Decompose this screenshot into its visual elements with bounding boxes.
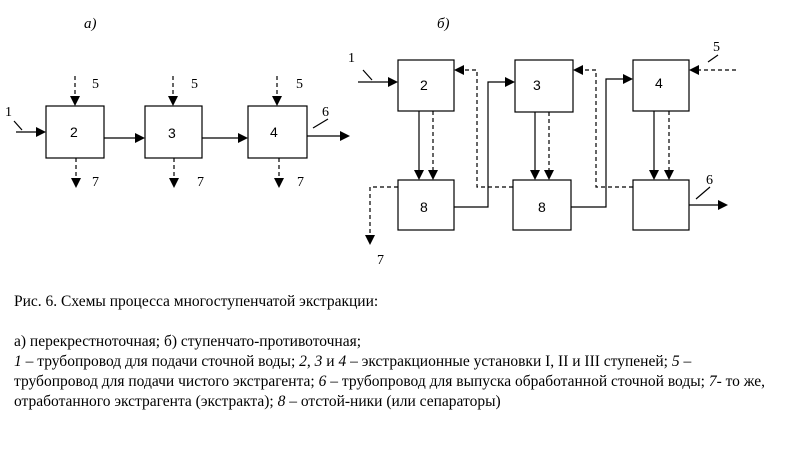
diagram-b-settler-3 (632, 179, 690, 231)
diagram-b-flow-settler1-stage3-arrowhead (505, 77, 515, 87)
diagram-a-fresh-1-arrowhead (70, 96, 80, 106)
diagram-a-extract-3-label: 7 (297, 175, 304, 190)
diagram-b-product-leader (695, 186, 711, 200)
diagram-a: а) 2 3 4 1 6 5 5 5 7 (5, 16, 350, 190)
diagram-a-extract-2-label: 7 (197, 175, 204, 190)
caption-s3: и (322, 353, 339, 370)
caption-t7: - то же, отработанного экстрагента (экст… (14, 373, 766, 410)
diagram-a-fresh-2-label: 5 (191, 77, 198, 92)
diagram-b-extract-out-arrowhead (365, 235, 375, 245)
diagram-b-flow-settler2-stage4 (571, 78, 625, 208)
diagram-b-stage-3-label: 3 (533, 77, 541, 93)
diagram-a-block-3 (144, 105, 203, 159)
diagram-b-settler-2 (512, 179, 572, 231)
diagram-b-stage-4-label: 4 (655, 75, 663, 91)
diagram-a-product-label: 6 (322, 105, 329, 120)
diagram-b-settler-1 (397, 179, 455, 231)
diagram-a-fresh-1-label: 5 (92, 77, 99, 92)
diagram-b-flow-settler1-stage3 (454, 81, 507, 208)
diagram-b-fresh-label: 5 (713, 40, 720, 55)
diagram-a-product-leader (312, 118, 329, 129)
diagram-b-fresh-leader (707, 54, 719, 63)
diagram-b-settler-1-label: 8 (420, 199, 428, 215)
caption-n4: 4 (338, 353, 347, 370)
diagram-a-fresh-3-arrowhead (272, 96, 282, 106)
diagram-a-block-2 (45, 105, 105, 159)
caption-n7: 7 (708, 373, 717, 390)
caption-n1: 1 (14, 353, 22, 370)
diagram-b-feed-leader (362, 69, 373, 81)
diagram-a-extract-3-arrowhead (274, 178, 284, 188)
diagram-b-extract-out-line (369, 186, 398, 235)
diagram-b-s2-down-solid-arrowhead (414, 170, 424, 180)
diagram-b-stage-2 (397, 59, 455, 112)
diagram-a-extract-1-label: 7 (92, 175, 99, 190)
caption-n5: 5 (671, 353, 680, 370)
diagram-a-flow-3-4-arrowhead (238, 133, 248, 143)
caption-t1: – трубопровод для подачи сточной воды; (21, 353, 300, 370)
diagram-b-stage-2-label: 2 (420, 77, 428, 93)
caption-s2: , (306, 353, 315, 370)
caption-t6: – трубопровод для выпуска обработанной с… (326, 373, 709, 390)
diagram-b-feed-arrowhead (388, 77, 398, 87)
caption-t4: – экстракционные установки I, II и III с… (346, 353, 672, 370)
diagram-a-extract-1-arrowhead (71, 178, 81, 188)
diagram-a-feed-label: 1 (5, 105, 12, 120)
diagram-b-product-label: 6 (706, 173, 713, 188)
caption-line-types: а) перекрестноточная; б) ступенчато-прот… (14, 333, 362, 350)
diagram-b-s3-down-solid-arrowhead (530, 170, 540, 180)
diagram-b-stage-4 (632, 59, 690, 112)
diagram-b-product-arrowhead (718, 200, 728, 210)
diagram-b-extract-return-2 (464, 69, 513, 188)
diagram-a-extract-2-arrowhead (169, 178, 179, 188)
caption-n3: 3 (314, 353, 323, 370)
diagram-a-fresh-2-arrowhead (168, 96, 178, 106)
caption-n8: 8 (277, 393, 286, 410)
diagram-b-s2-down-dash-arrowhead (428, 170, 438, 180)
caption-t5: – трубопровод для подачи чистого экстраг… (14, 353, 692, 390)
diagram-b-settler-2-label: 8 (538, 199, 546, 215)
diagram-b-fresh-arrowhead (689, 65, 699, 75)
caption-n6: 6 (318, 373, 327, 390)
diagram-a-block-4-label: 4 (270, 124, 278, 140)
caption-title: Рис. 6. Схемы процесса многоступенчатой … (14, 293, 379, 310)
diagram-b-extract-return-2-arrowhead (454, 65, 464, 75)
diagram-b-s3-down-dash-arrowhead (544, 170, 554, 180)
diagram-a-feed-leader (13, 120, 23, 131)
diagram-a-block-2-label: 2 (70, 124, 78, 140)
caption-n2: 2 (299, 353, 307, 370)
diagram-a-product-arrowhead (340, 131, 350, 141)
diagram-a-flow-2-3-arrowhead (135, 133, 145, 143)
diagram-b-flow-settler2-stage4-arrowhead (623, 74, 633, 84)
diagram-a-feed-arrowhead (36, 127, 46, 137)
diagram-a-fresh-3-label: 5 (296, 77, 303, 92)
diagram-a-label: а) (84, 16, 97, 32)
diagram-b-stage-3 (514, 59, 574, 113)
diagram-b-s4-down-solid-arrowhead (649, 170, 659, 180)
caption-t8: – отстой-ники (или сепараторы) (285, 393, 501, 410)
diagram-a-block-3-label: 3 (168, 125, 176, 141)
diagram-b-extract-label: 7 (377, 253, 384, 268)
diagram-b-s4-down-dash-arrowhead (664, 170, 674, 180)
diagram-b-extract-return-3-arrowhead (573, 65, 583, 75)
diagram-b-extract-return-3 (583, 69, 633, 188)
diagram-b-label: б) (437, 16, 450, 32)
diagram-b: б) 2 3 4 8 8 1 (348, 16, 736, 268)
caption-legend: 1 – трубопровод для подачи сточной воды;… (14, 352, 774, 412)
figure-caption: Рис. 6. Схемы процесса многоступенчатой … (14, 292, 774, 412)
diagram-canvas: а) 2 3 4 1 6 5 5 5 7 (5, 16, 736, 268)
diagram-a-block-4 (247, 105, 308, 159)
diagram-b-feed-label: 1 (348, 51, 355, 66)
